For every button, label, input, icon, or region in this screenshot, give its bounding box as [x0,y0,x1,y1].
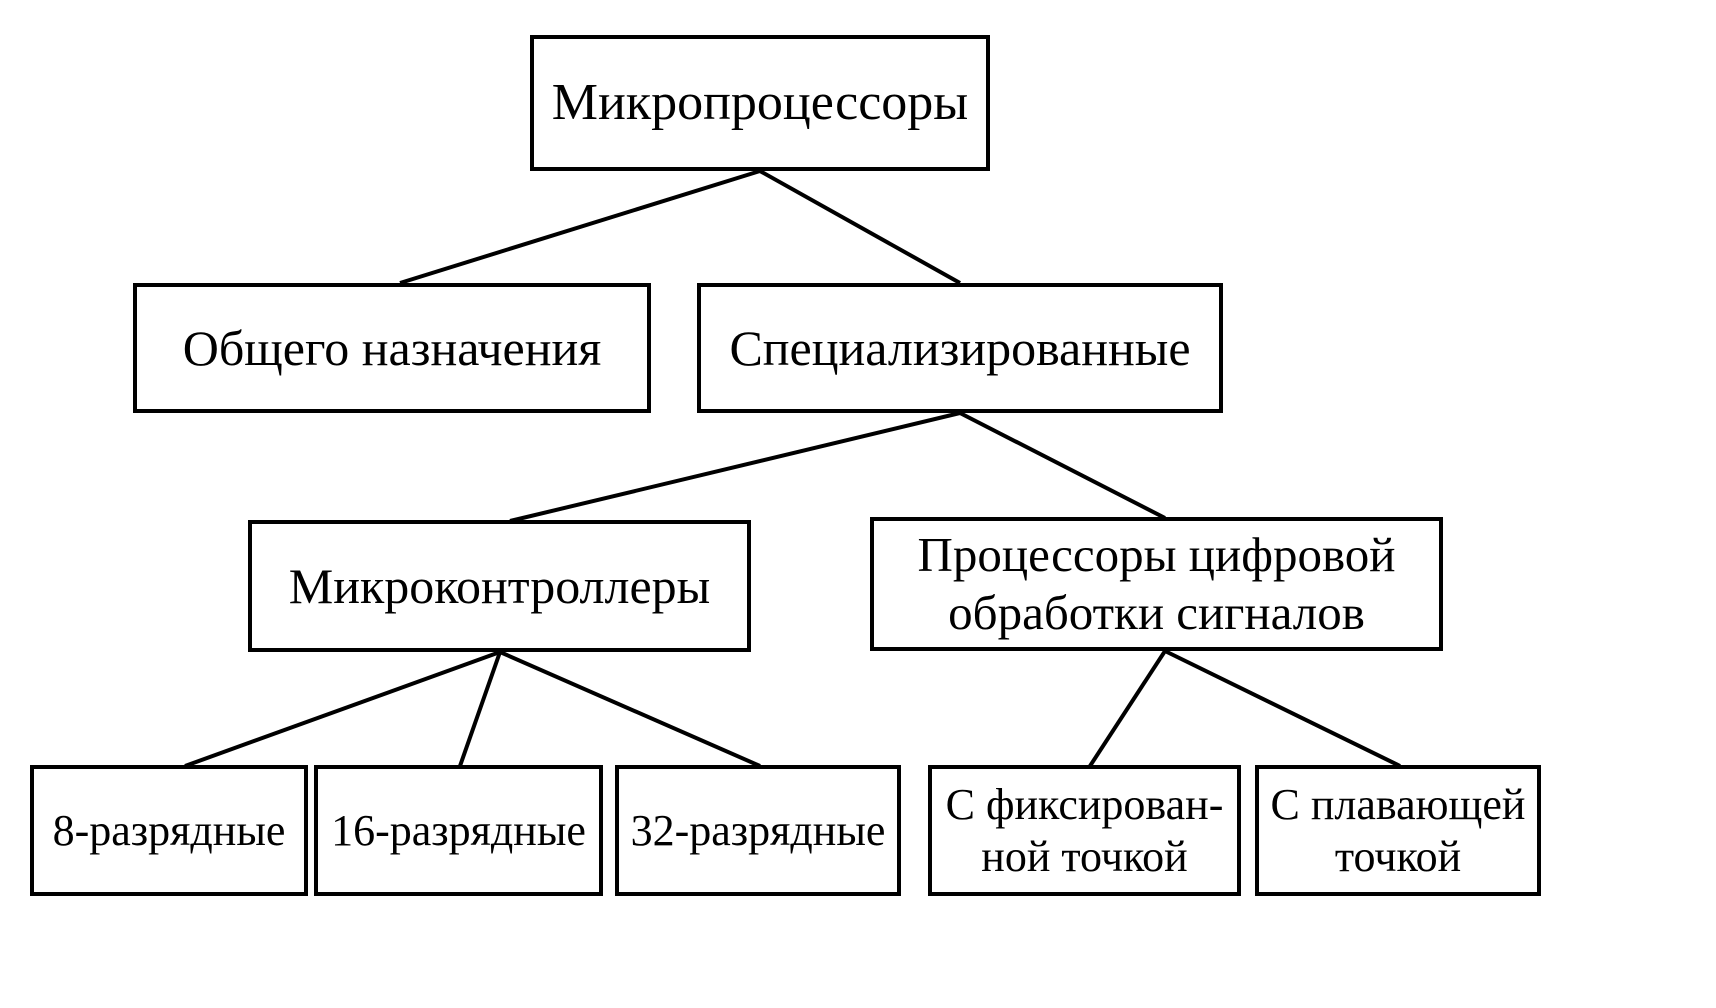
node-microprocessors[interactable]: Микропроцессоры [530,35,990,171]
node-8-bit[interactable]: 8-разрядные [30,765,308,896]
node-label: С плавающей точкой [1270,779,1526,881]
node-general-purpose[interactable]: Общего назначения [133,283,651,413]
edge-mcu-to-32bit [499,650,761,768]
node-fixed-point[interactable]: С фиксирован- ной точкой [928,765,1241,896]
node-specialized[interactable]: Специализированные [697,283,1223,413]
node-32-bit[interactable]: 32-разрядные [615,765,901,896]
node-label: 32-разрядные [630,805,886,855]
edge-dsp-to-floatpoint [1164,649,1401,768]
edge-special-to-dsp [959,411,1166,520]
node-label: Процессоры цифровой обработки сигналов [917,527,1396,640]
node-label: Общего назначения [182,319,602,376]
edge-root-to-general [399,169,761,285]
edge-special-to-mcu [509,411,961,523]
node-label: 16-разрядные [331,805,586,855]
node-label: Микроконтроллеры [288,557,711,614]
node-floating-point[interactable]: С плавающей точкой [1255,765,1541,896]
edge-mcu-to-8bit [184,650,501,768]
node-label: 8-разрядные [52,805,286,855]
node-label: Специализированные [729,319,1191,376]
edge-mcu-to-16bit [458,651,502,767]
edge-dsp-to-fixedpoint [1088,649,1167,768]
edge-root-to-special [759,169,961,285]
node-label: С фиксирован- ной точкой [945,779,1224,881]
node-16-bit[interactable]: 16-разрядные [314,765,603,896]
node-microcontrollers[interactable]: Микроконтроллеры [248,520,751,652]
node-label: Микропроцессоры [551,74,969,132]
node-digital-signal-processors[interactable]: Процессоры цифровой обработки сигналов [870,517,1443,651]
